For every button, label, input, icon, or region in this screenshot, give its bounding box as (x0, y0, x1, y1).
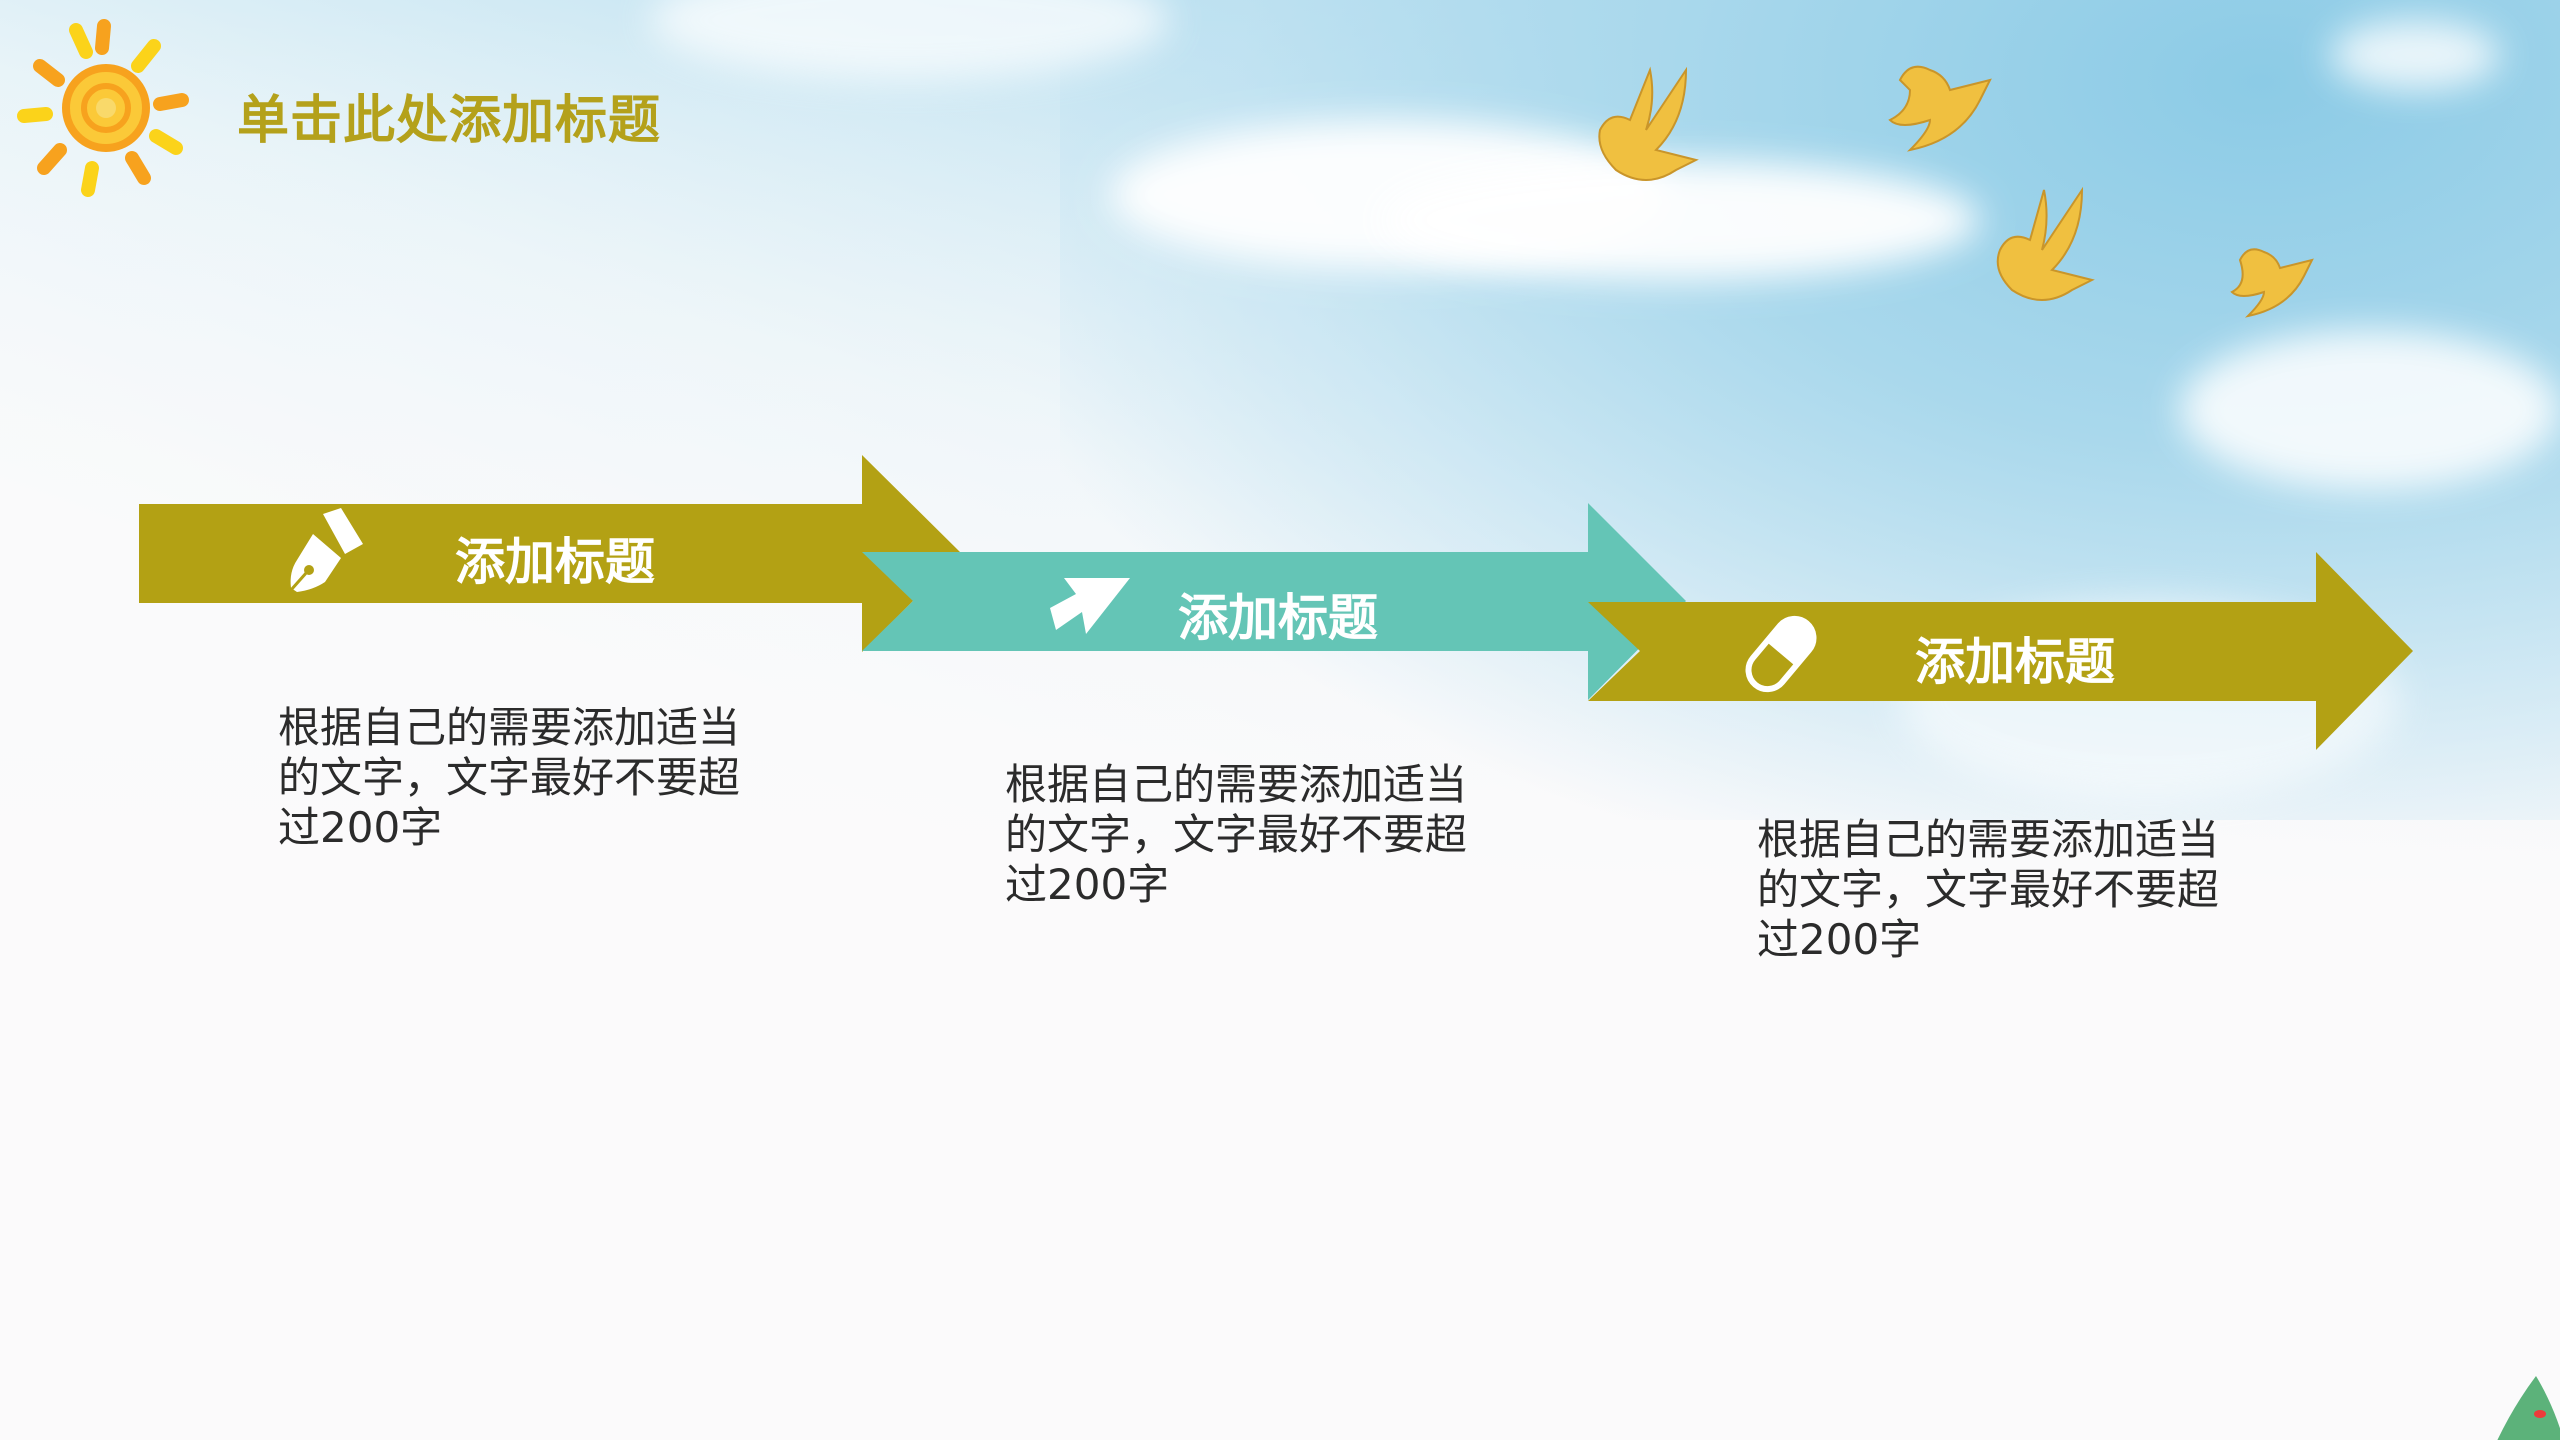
description-line: 的文字，文字最好不要超 (278, 753, 741, 802)
step-1-arrow (139, 455, 961, 652)
step-2-arrow (862, 503, 1686, 700)
cloud (2330, 20, 2500, 90)
description-line: 过200字 (278, 803, 443, 852)
step-1-description[interactable]: 根据自己的需要添加适当 的文字，文字最好不要超 过200字 (278, 703, 798, 853)
capsule-icon (1745, 615, 1817, 693)
slide-title[interactable]: 单击此处添加标题 (237, 91, 662, 151)
step-3-description[interactable]: 根据自己的需要添加适当 的文字，文字最好不要超 过200字 (1757, 815, 2277, 965)
pen-nib-icon (289, 508, 363, 592)
sun-icon (17, 19, 189, 197)
description-line: 的文字，文字最好不要超 (1005, 810, 1468, 859)
step-1-heading[interactable]: 添加标题 (455, 533, 655, 591)
description-line: 根据自己的需要添加适当 (1757, 815, 2220, 864)
tree-decoration (2497, 1376, 2560, 1440)
step-3-arrow (1588, 552, 2413, 750)
birds-illustration (1598, 65, 2314, 318)
description-line: 过200字 (1757, 915, 1922, 964)
step-3-heading[interactable]: 添加标题 (1915, 633, 2115, 691)
description-line: 过200字 (1005, 860, 1170, 909)
cloud (1380, 160, 1980, 280)
cursor-arrow-icon (1050, 578, 1130, 634)
step-2-description[interactable]: 根据自己的需要添加适当 的文字，文字最好不要超 过200字 (1005, 760, 1525, 910)
step-2-heading[interactable]: 添加标题 (1178, 589, 1378, 647)
description-line: 根据自己的需要添加适当 (278, 703, 741, 752)
description-line: 的文字，文字最好不要超 (1757, 865, 2220, 914)
description-line: 根据自己的需要添加适当 (1005, 760, 1468, 809)
cloud (2180, 330, 2560, 490)
